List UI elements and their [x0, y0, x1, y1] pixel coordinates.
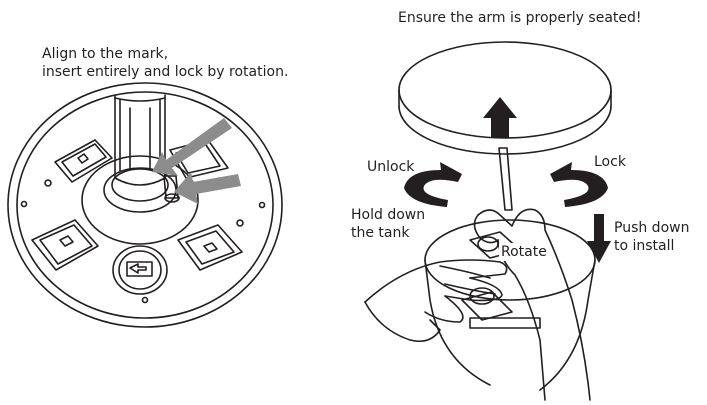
holding-hand	[364, 259, 508, 303]
handle-shaft	[498, 147, 513, 211]
direction-arrows	[404, 97, 611, 263]
left-caption-line1: Align to the mark,	[42, 46, 169, 62]
unlock-label: Unlock	[367, 159, 415, 175]
drain-dial	[112, 245, 168, 295]
mop-base-top-view	[7, 82, 283, 328]
hold-down-line2: the tank	[351, 225, 410, 241]
right-caption: Ensure the arm is properly seated!	[398, 10, 642, 26]
left-caption: Align to the mark, insert entirely and l…	[42, 45, 288, 81]
lock-curved-arrow	[550, 162, 608, 207]
unlock-curved-arrow	[404, 162, 462, 207]
lock-label: Lock	[594, 154, 626, 170]
hold-down-line1: Hold down	[351, 207, 426, 223]
rotate-label: Rotate	[499, 243, 549, 261]
tank-body	[424, 219, 596, 391]
pocket-bottom-right	[177, 224, 243, 271]
pocket-top-left	[54, 139, 113, 183]
hold-down-label: Hold down the tank	[351, 206, 425, 242]
left-caption-line2: insert entirely and lock by rotation.	[42, 64, 289, 80]
alignment-pointer-arrows	[152, 118, 241, 204]
push-down-arrow	[587, 214, 611, 263]
push-down-line1: Push down	[614, 220, 690, 236]
push-down-label: Push down to install	[614, 219, 689, 255]
push-down-line2: to install	[614, 238, 675, 254]
lift-up-arrow	[483, 97, 517, 138]
rotating-hand	[477, 208, 591, 401]
pocket-bottom-left	[31, 219, 99, 271]
